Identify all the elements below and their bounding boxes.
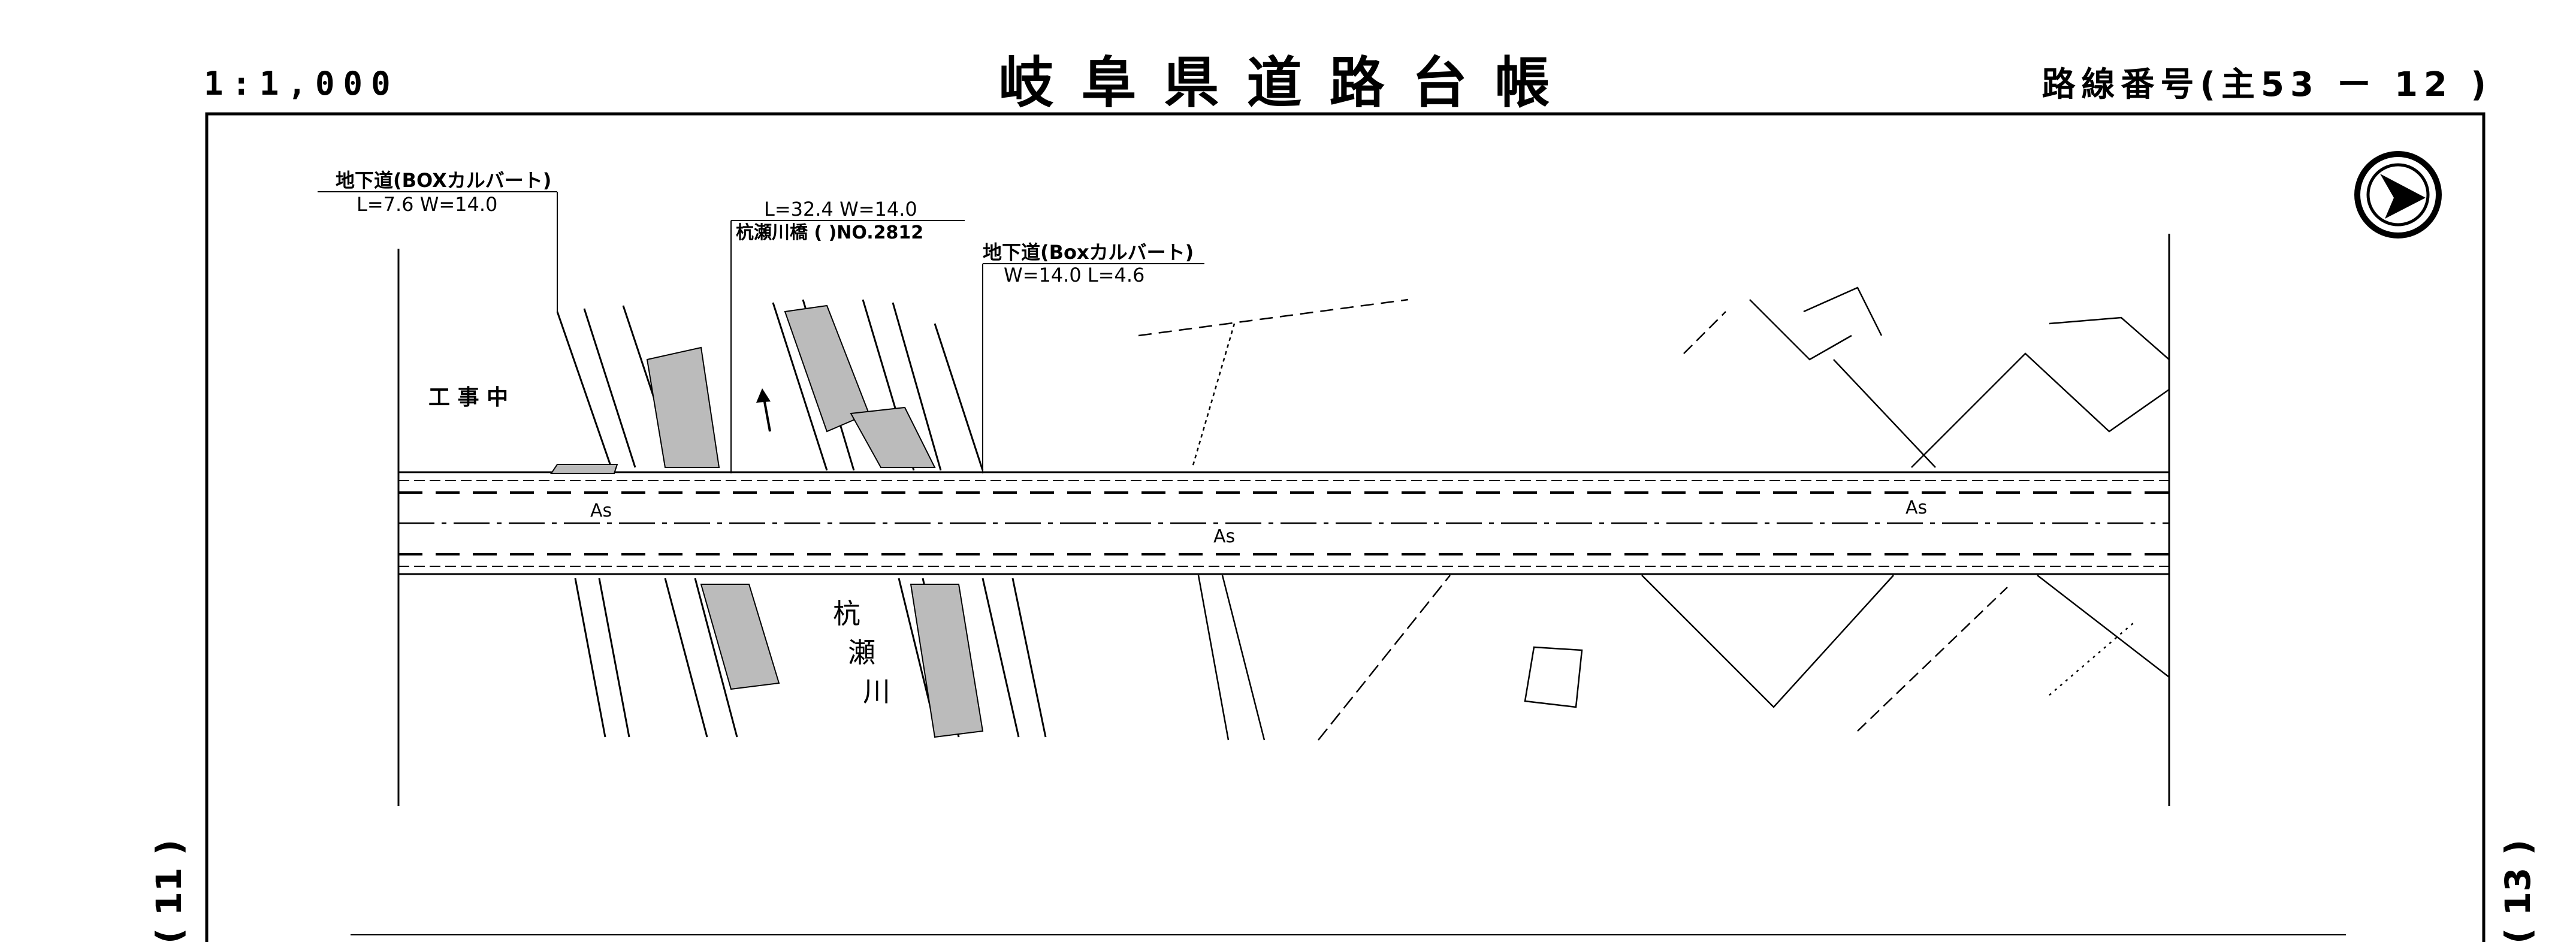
lot-boundaries: [1138, 286, 2170, 741]
underpass-right-dims: W=14.0 L=4.6: [1004, 264, 1144, 286]
bridge-abutments: [550, 304, 984, 738]
bridge-name: 杭瀬川橋 ( )NO.2812: [736, 222, 923, 243]
surface-label: As: [1213, 526, 1235, 547]
surface-label: As: [590, 500, 612, 521]
bridge-dims: L=32.4 W=14.0: [764, 198, 917, 221]
underpass-left-dims: L=7.6 W=14.0: [357, 193, 497, 216]
flow-arrowhead: [756, 388, 771, 403]
map-frame: [205, 112, 2486, 942]
underpass-left-title: 地下道(BOXカルバート): [336, 169, 551, 192]
construction-label: 工 事 中: [428, 385, 508, 410]
surface-label: As: [1905, 497, 1927, 518]
sheet-ref-right: ( 13 ): [2498, 840, 2538, 942]
north-arrow-icon: [2354, 151, 2442, 238]
route-number: 路線番号(主53 ー 12 ): [2042, 65, 2492, 104]
river-name-3: 川: [863, 675, 890, 708]
river-name-2: 瀬: [848, 636, 875, 669]
river-name-1: 杭: [833, 597, 860, 630]
map-title: 岐阜県道路台帳: [998, 51, 1578, 115]
underpass-right-title: 地下道(Boxカルバート): [983, 241, 1194, 264]
map-scale: 1:1,000: [204, 65, 399, 102]
flow-arrow: [763, 398, 771, 432]
sheet-ref-left: ( 11 ): [149, 840, 189, 942]
